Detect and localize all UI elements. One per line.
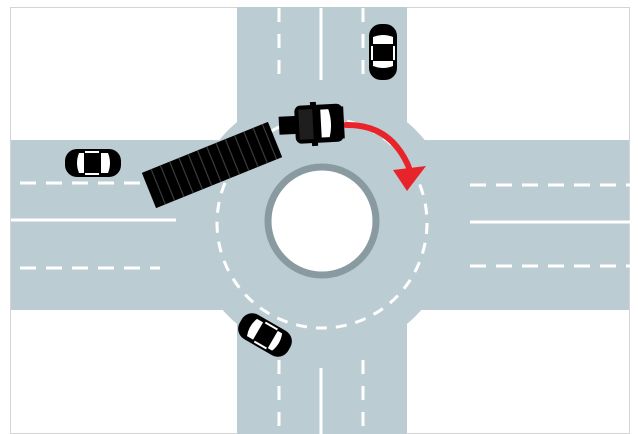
car-west-road (65, 149, 121, 177)
car-north-road (369, 24, 397, 80)
central-island (268, 167, 376, 275)
